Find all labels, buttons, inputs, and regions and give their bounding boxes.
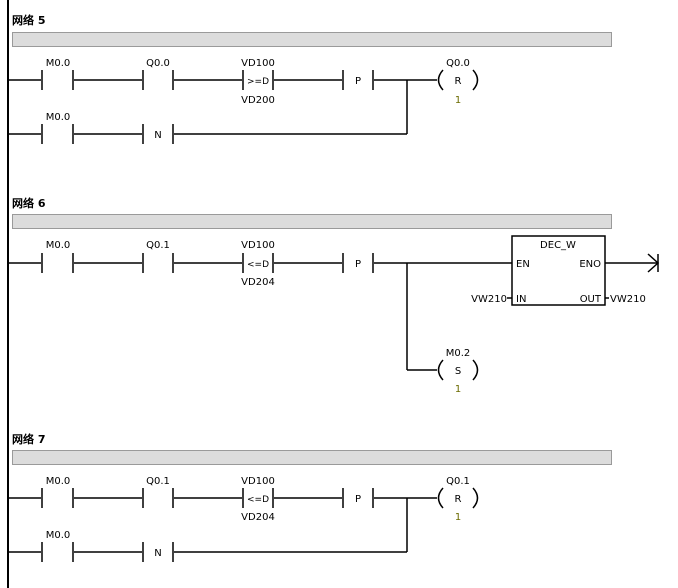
reset-coil[interactable] <box>437 69 479 91</box>
contact-label: Q0.1 <box>146 240 170 251</box>
coil-type: S <box>455 366 461 377</box>
compare-operand-bottom: VD204 <box>241 512 275 523</box>
coil-count: 1 <box>455 95 461 106</box>
compare-operand-top: VD100 <box>241 58 275 69</box>
contact-label: M0.0 <box>46 530 71 541</box>
coil-type: R <box>455 76 462 87</box>
edge-label: N <box>154 548 161 559</box>
contact-label: Q0.1 <box>146 476 170 487</box>
coil-address: M0.2 <box>446 348 471 359</box>
block-out-pin: OUT <box>580 294 602 305</box>
positive-edge[interactable] <box>342 70 374 90</box>
negative-edge[interactable] <box>142 542 174 562</box>
compare-operand-top: VD100 <box>241 240 275 251</box>
compare-operator: <=D <box>247 495 269 505</box>
network-5: M0.0 Q0.0 VD100 >=D VD200 P Q0.0 R 1 <box>8 58 479 144</box>
network-7-title[interactable]: 网络 7 <box>12 433 46 446</box>
coil-address: Q0.0 <box>446 58 470 69</box>
coil-type: R <box>455 494 462 505</box>
compare-contact[interactable] <box>242 488 274 508</box>
compare-operand-top: VD100 <box>241 476 275 487</box>
set-coil[interactable] <box>437 359 479 381</box>
compare-operand-bottom: VD204 <box>241 277 275 288</box>
block-in-operand[interactable]: VW210 <box>471 294 507 305</box>
negative-edge[interactable] <box>142 124 174 144</box>
contact-label: M0.0 <box>46 476 71 487</box>
dec-w-block[interactable] <box>511 235 606 306</box>
compare-operator: >=D <box>247 77 269 87</box>
block-out-operand[interactable]: VW210 <box>610 294 646 305</box>
contact-label: M0.0 <box>46 58 71 69</box>
contact-m0-0[interactable] <box>41 488 74 508</box>
contact-label: Q0.0 <box>146 58 170 69</box>
block-en-pin: EN <box>516 259 530 270</box>
edge-label: P <box>355 259 361 270</box>
positive-edge[interactable] <box>342 488 374 508</box>
edge-label: P <box>355 76 361 87</box>
contact-q0-1[interactable] <box>142 253 174 273</box>
contact-m0-0[interactable] <box>41 124 74 144</box>
block-in-pin: IN <box>516 294 526 305</box>
block-name: DEC_W <box>540 240 576 251</box>
coil-count: 1 <box>455 512 461 523</box>
compare-operand-bottom: VD200 <box>241 95 275 106</box>
edge-label: P <box>355 494 361 505</box>
coil-address: Q0.1 <box>446 476 470 487</box>
contact-q0-0[interactable] <box>142 70 174 90</box>
contact-q0-1[interactable] <box>142 488 174 508</box>
network-7-comment-bar[interactable] <box>12 450 612 465</box>
network-6: M0.0 Q0.1 VD100 <=D VD204 P DEC_W EN ENO… <box>8 235 660 395</box>
network-6-comment-bar[interactable] <box>12 214 612 229</box>
network-5-title[interactable]: 网络 5 <box>12 14 46 27</box>
contact-m0-0[interactable] <box>41 542 74 562</box>
coil-count: 1 <box>455 384 461 395</box>
contact-label: M0.0 <box>46 240 71 251</box>
contact-m0-0[interactable] <box>41 70 74 90</box>
block-eno-pin: ENO <box>579 259 601 270</box>
contact-label: M0.0 <box>46 112 71 123</box>
network-7: M0.0 Q0.1 VD100 <=D VD204 P Q0.1 R 1 M0.… <box>8 476 479 562</box>
positive-edge[interactable] <box>342 253 374 273</box>
compare-operator: <=D <box>247 260 269 270</box>
compare-contact[interactable] <box>242 253 274 273</box>
edge-label: N <box>154 130 161 141</box>
network-6-title[interactable]: 网络 6 <box>12 197 46 210</box>
contact-m0-0[interactable] <box>41 253 74 273</box>
reset-coil[interactable] <box>437 487 479 509</box>
network-5-comment-bar[interactable] <box>12 32 612 47</box>
compare-contact[interactable] <box>242 70 274 90</box>
